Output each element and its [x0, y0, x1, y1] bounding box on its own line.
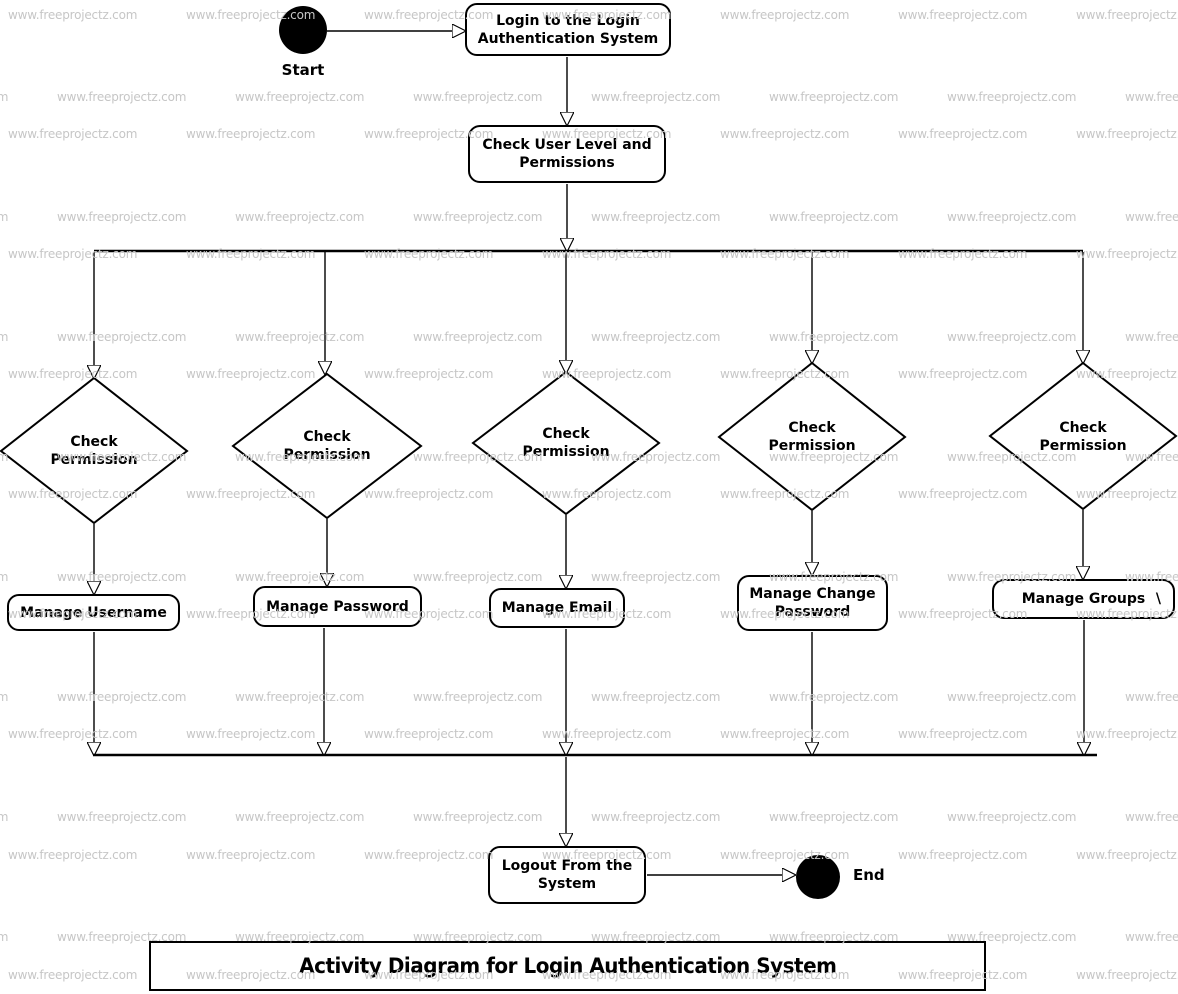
activity-check-user-line1: Check User Level and — [482, 137, 652, 153]
start-label: Start — [281, 61, 325, 79]
decision-label-3: Check Permission — [768, 420, 856, 454]
end-node-icon — [796, 855, 840, 899]
activity-logout: Logout From the System — [488, 846, 646, 904]
start-node-icon — [279, 6, 327, 54]
stray-backslash: \ — [1155, 591, 1161, 607]
activity-logout-line1: Logout From the — [501, 858, 633, 874]
decision-label-4: Check Permission — [1039, 420, 1127, 454]
end-label: End — [853, 866, 885, 884]
decision-label-1: Check Permission — [283, 429, 371, 463]
activity-login-line1: Login to the Login — [496, 12, 640, 29]
activity-check-user-line2: Permissions — [519, 155, 615, 171]
activity-logout-line2: System — [537, 876, 597, 892]
action-manage-password: Manage Password — [253, 586, 422, 627]
decision-label-2: Check Permission — [522, 426, 610, 460]
diagram-title: Activity Diagram for Login Authenticatio… — [298, 954, 837, 978]
activity-login: Login to the Login Authentication System — [465, 3, 671, 56]
action-manage-email: Manage Email — [489, 588, 625, 628]
decision-diamond-3 — [717, 361, 907, 512]
action-manage-username: Manage Username — [7, 594, 180, 631]
decision-diamond-0 — [0, 376, 189, 525]
decision-diamond-4 — [988, 361, 1178, 511]
activity-check-user-level: Check User Level and Permissions — [468, 125, 666, 183]
decision-label-0: Check Permission — [50, 434, 138, 468]
action-manage-change-password: Manage Change Password — [737, 575, 888, 631]
decision-diamond-1 — [231, 372, 423, 520]
activity-login-line2: Authentication System — [477, 30, 659, 47]
diagram-title-box: Activity Diagram for Login Authenticatio… — [149, 941, 986, 991]
action-manage-groups: Manage Groups \ — [992, 579, 1175, 619]
decision-diamond-2 — [471, 370, 661, 516]
